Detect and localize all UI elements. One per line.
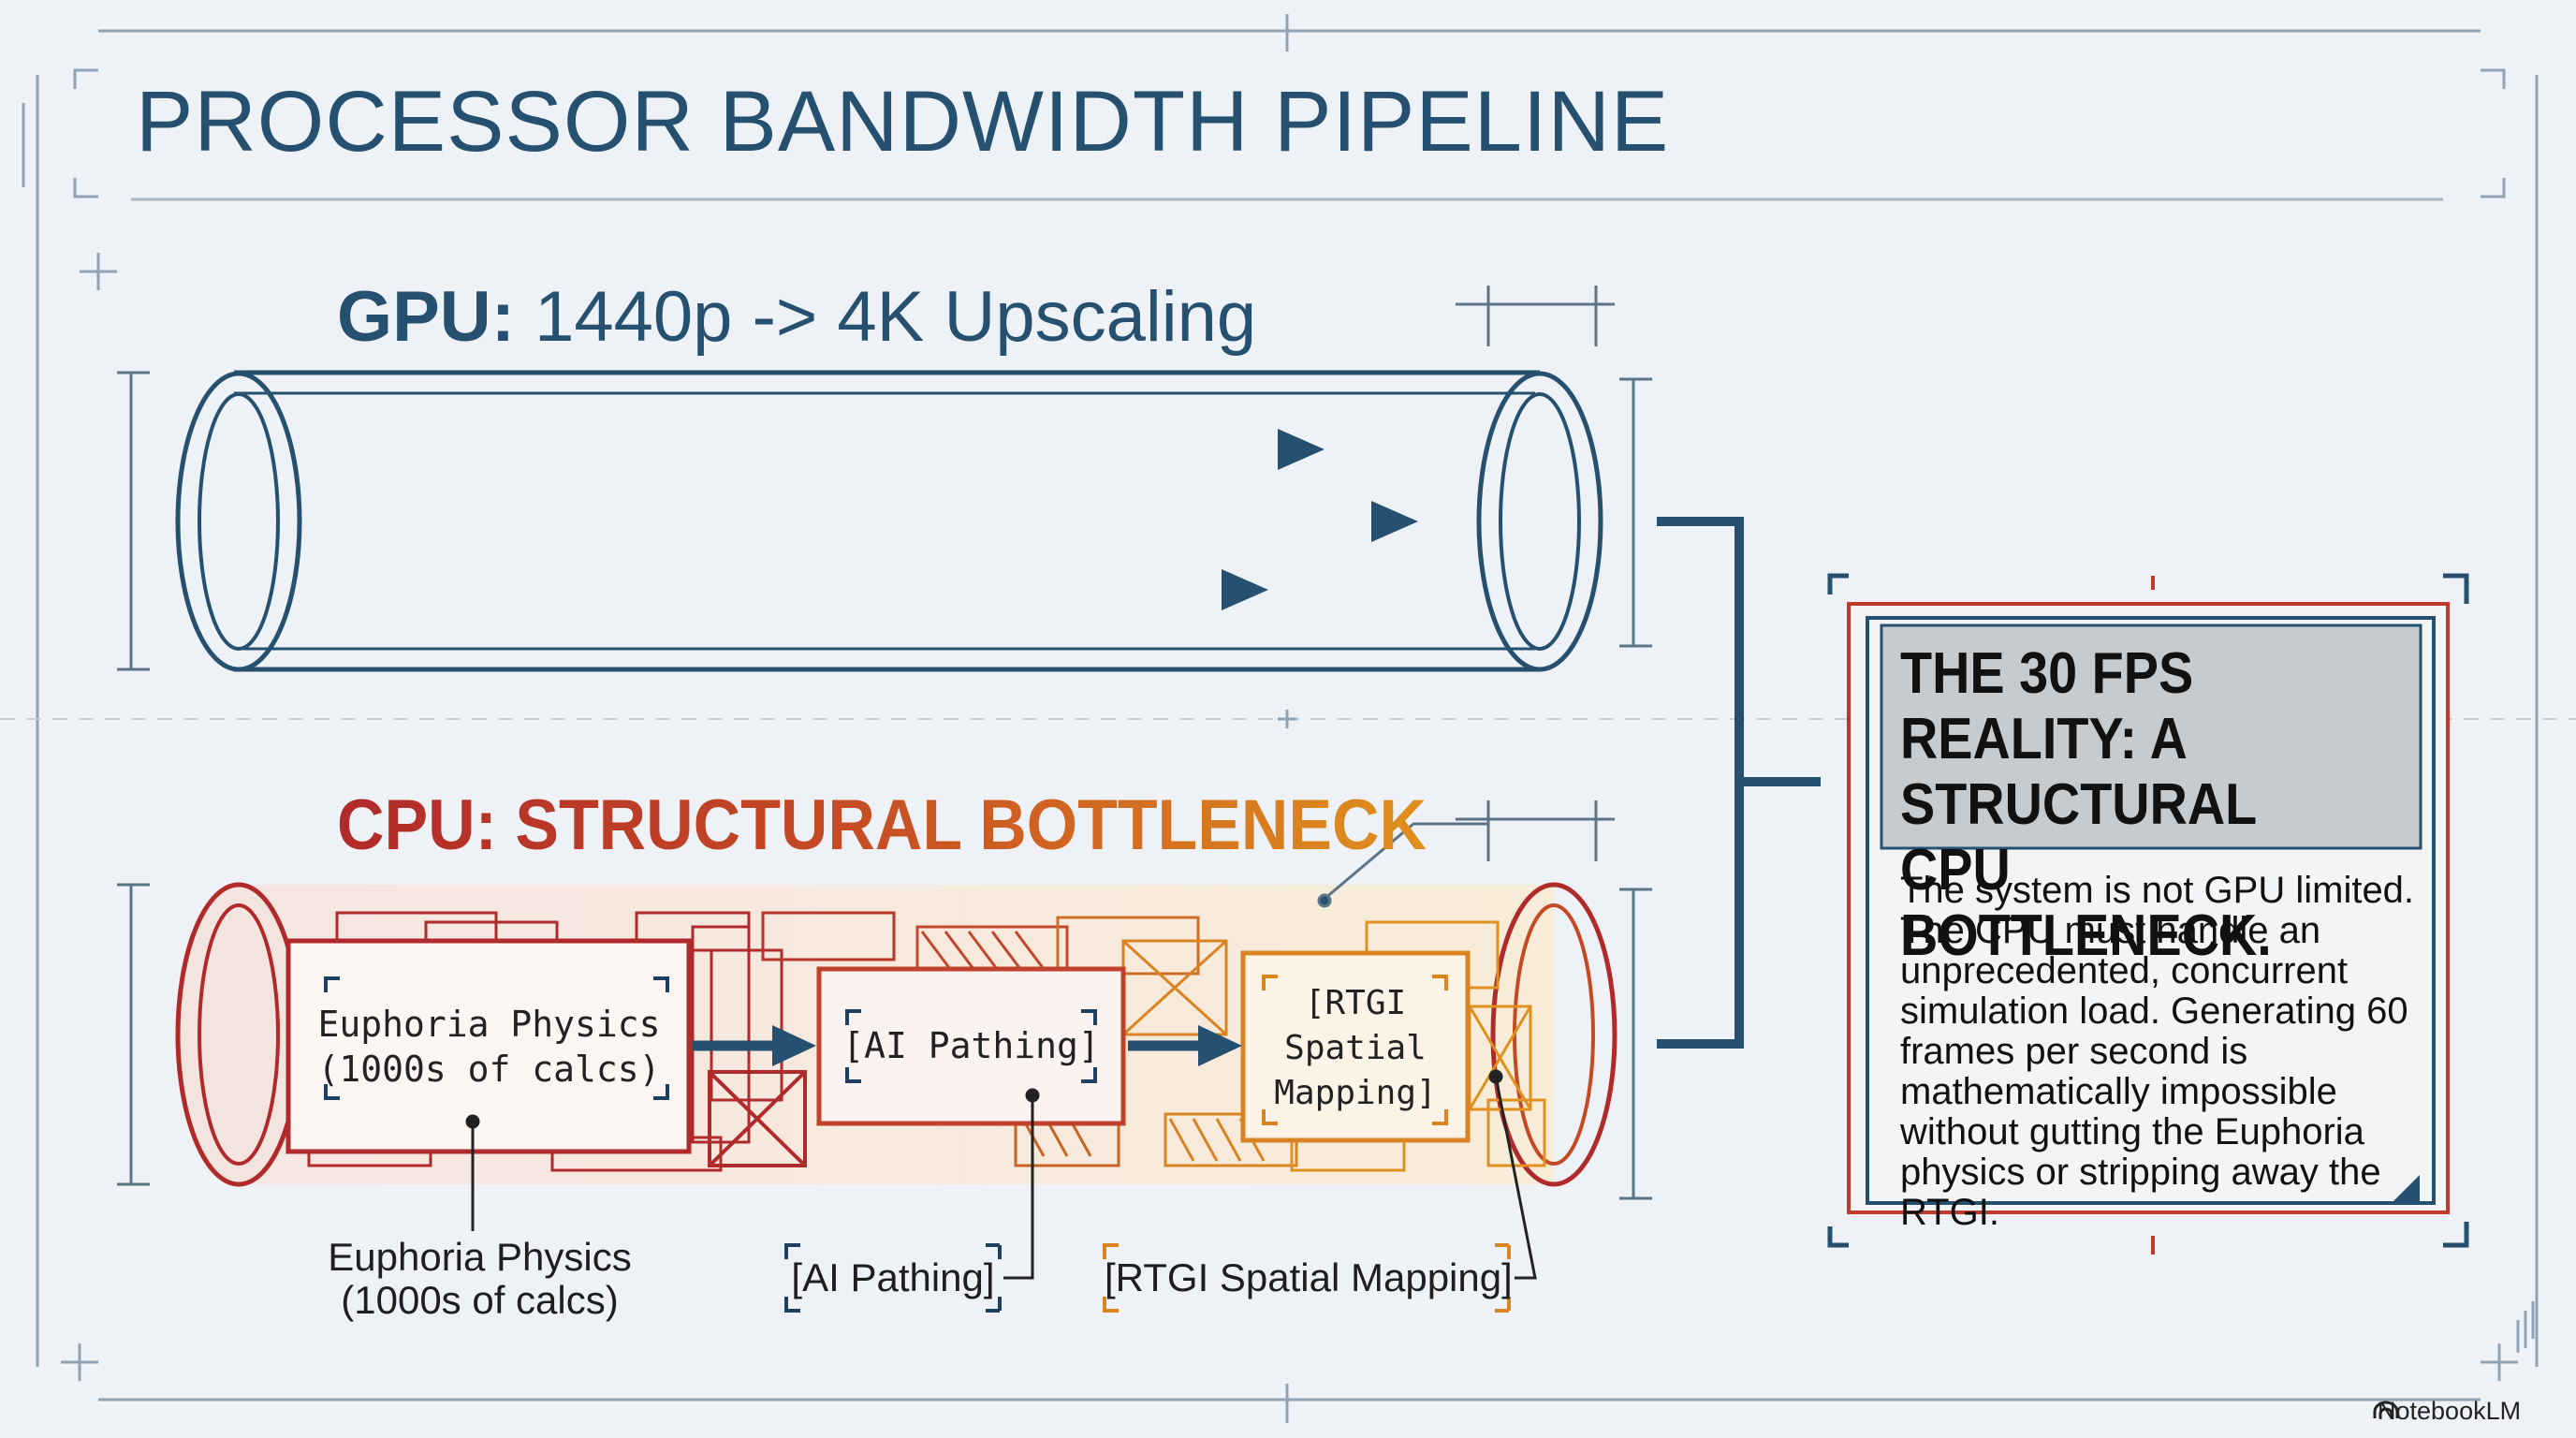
watermark-label: NotebookLM [2378,1397,2522,1425]
connector-bracket [1657,517,1821,1049]
gpu-arrowheads [1222,429,1418,610]
cpu-pipeline-label: CPU: STRUCTURAL BOTTLENECK [337,785,1427,865]
callout-body: The system is not GPU limited. The CPU m… [1900,870,2415,1233]
callout-panel [1827,573,2469,1255]
rtgi-box-label: [RTGI Spatial Mapping] [1245,981,1466,1116]
physics-box-label-line1: Euphoria Physics [317,1004,661,1045]
gpu-dimension-marks [117,286,1652,671]
ai-box [816,966,1126,1126]
gpu-label-text: 1440p -> 4K Upscaling [515,277,1257,357]
caption-brackets [784,1243,1511,1313]
blueprint-frame [0,14,2576,1423]
physics-caption: Euphoria Physics (1000s of calcs) [300,1236,660,1322]
rtgi-box [1240,950,1471,1143]
gpu-pipeline-label: GPU: 1440p -> 4K Upscaling [337,276,1256,358]
rtgi-box-label-line3: Mapping] [1274,1074,1437,1112]
cpu-dimension-marks [117,800,1652,1200]
rtgi-box-label-line1: [RTGI [1304,984,1407,1022]
ai-box-label: [AI Pathing] [842,1025,1100,1066]
physics-box-label-line2: (1000s of calcs) [317,1049,661,1090]
physics-caption-line2: (1000s of calcs) [341,1278,619,1322]
rtgi-box-label-line2: Spatial [1284,1029,1427,1067]
gpu-flow-arrows [342,444,1376,595]
gpu-pipe [175,370,1603,672]
ai-caption: [AI Pathing] [791,1255,995,1299]
physics-caption-line1: Euphoria Physics [328,1235,632,1279]
gpu-label-bold: GPU: [337,277,515,357]
notebooklm-logo-icon [2373,1401,2399,1418]
cpu-crossed-box [708,1070,807,1167]
caption-leaders [465,1069,1537,1280]
page-title: PROCESSOR BANDWIDTH PIPELINE [136,74,1670,169]
callout-heading: THE 30 FPS REALITY: A STRUCTURAL CPU BOT… [1900,641,2272,968]
rtgi-caption: [RTGI Spatial Mapping] [1105,1255,1513,1299]
physics-box-label: Euphoria Physics (1000s of calcs) [300,1002,679,1092]
physics-box [285,938,692,1154]
cpu-flow-arrows [693,1025,1242,1066]
